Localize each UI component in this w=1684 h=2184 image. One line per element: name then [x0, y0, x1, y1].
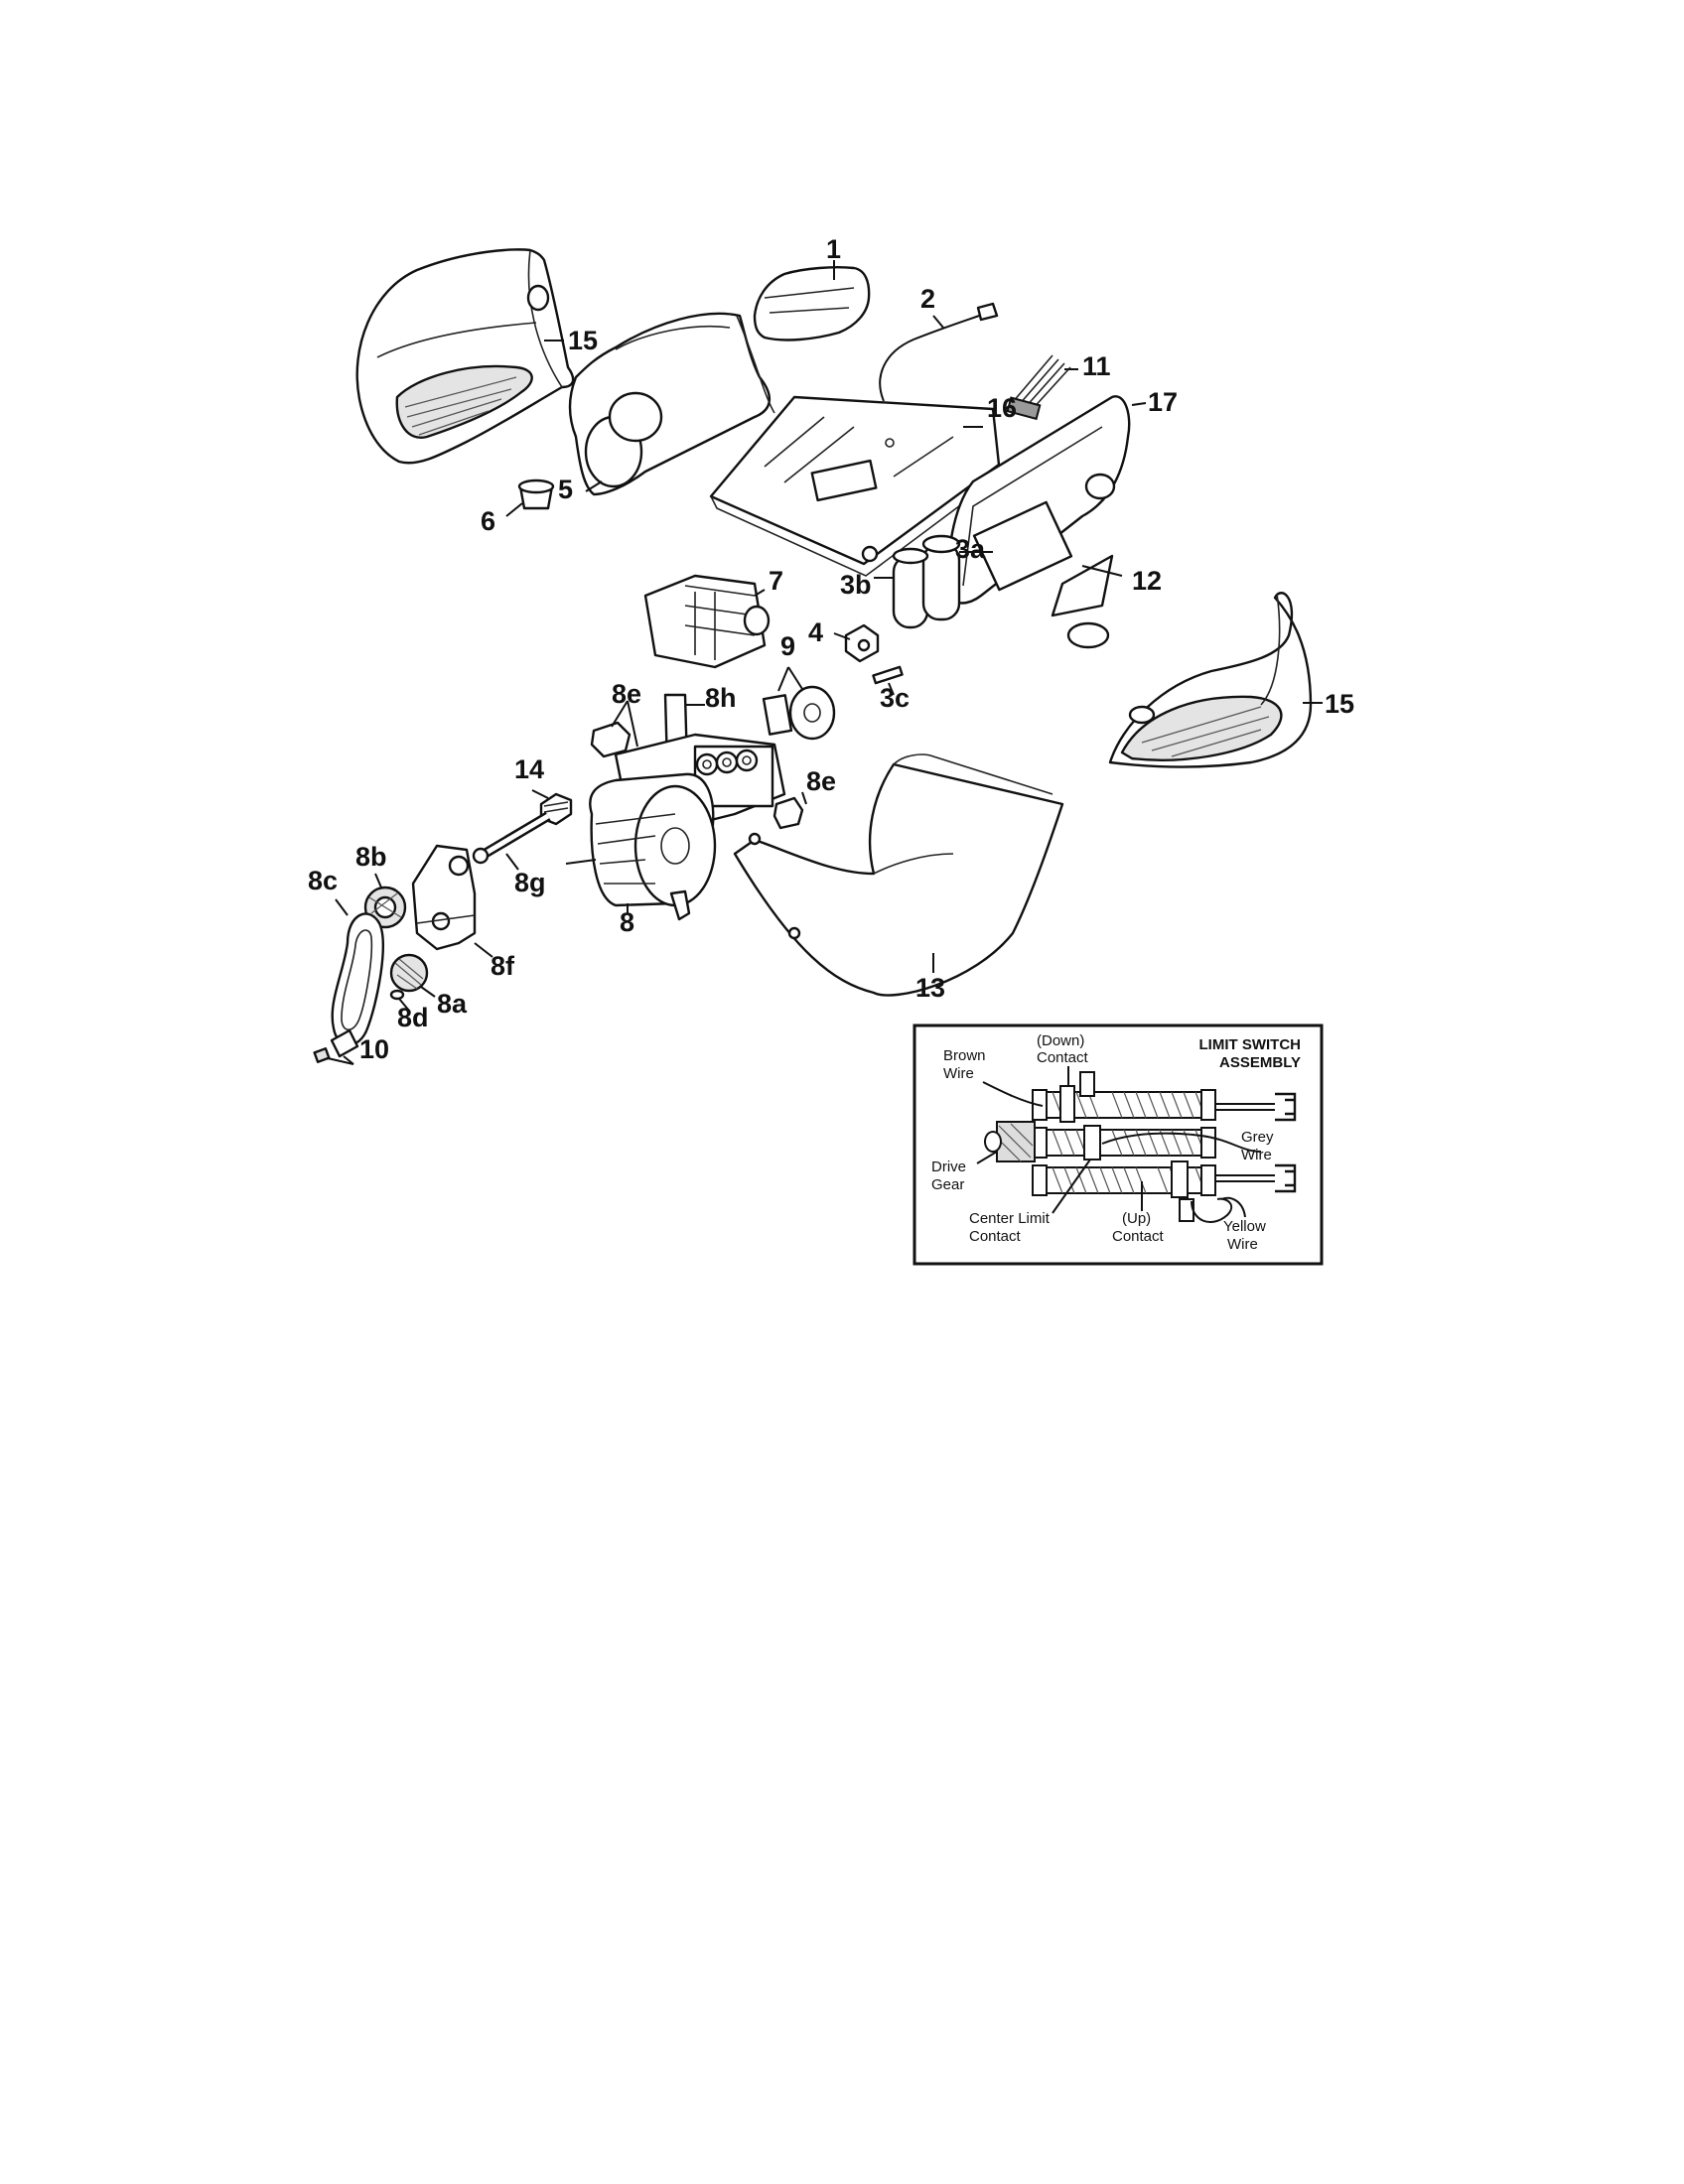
brown-wire-label-1: Brown [943, 1047, 986, 1064]
grey-wire-label-2: Wire [1241, 1147, 1272, 1163]
limit-switch-inset: LIMIT SWITCH ASSEMBLY [912, 1024, 1324, 1266]
part-14-gear [531, 789, 573, 826]
callout-9: 9 [780, 631, 795, 661]
part-8e-top-connector [590, 721, 632, 758]
part-8e-bottom-connector [772, 791, 807, 830]
part-8g-shaft [472, 811, 551, 871]
part-9-shaft [762, 666, 836, 741]
center-limit-label-2: Contact [969, 1228, 1022, 1245]
part-11-wire-harness [1006, 354, 1078, 421]
drive-gear-label-1: Drive [931, 1159, 966, 1175]
center-limit-label-1: Center Limit [969, 1210, 1051, 1227]
callout-12: 12 [1132, 566, 1162, 596]
callout-5: 5 [558, 475, 573, 504]
wires [1101, 1092, 1297, 1223]
part-3c-clip [872, 665, 904, 696]
callout-16: 16 [987, 393, 1017, 423]
yellow-wire-label-2: Wire [1227, 1236, 1258, 1253]
callout-11: 11 [1082, 351, 1111, 381]
inset-title-line1: LIMIT SWITCH [1199, 1036, 1301, 1053]
up-contact-label-2: Contact [1112, 1228, 1165, 1245]
callout-8: 8 [620, 907, 634, 937]
callout-15-left: 15 [568, 326, 598, 355]
inset-title-line2: ASSEMBLY [1219, 1054, 1301, 1071]
part-2-power-cord [879, 302, 999, 402]
part-13-cover [733, 753, 1064, 997]
callout-14: 14 [514, 754, 544, 784]
brown-wire-label-2: Wire [943, 1065, 974, 1082]
callout-8c: 8c [308, 866, 338, 895]
drive-gear [984, 1121, 1036, 1162]
part-8c-belt [331, 898, 384, 1046]
callout-8e-top: 8e [612, 679, 641, 709]
part-17-12-logic-board [946, 395, 1147, 649]
callout-3a: 3a [955, 534, 986, 564]
part-7-limit-switch [643, 574, 771, 669]
callout-2: 2 [920, 284, 935, 314]
callout-8b: 8b [355, 842, 387, 872]
part-15-left-end-cover [355, 248, 575, 465]
part-8d-clip [389, 989, 410, 1012]
callout-13: 13 [915, 973, 945, 1003]
callout-3c: 3c [880, 683, 910, 713]
drive-gear-label-2: Gear [931, 1176, 964, 1193]
part-8a-gear [389, 953, 436, 998]
up-contact-label-1: (Up) [1122, 1210, 1151, 1227]
part-10-pulley [313, 1028, 359, 1065]
callout-10: 10 [359, 1034, 389, 1064]
callout-4: 4 [808, 617, 823, 647]
contacts [1059, 1071, 1194, 1222]
callout-8g: 8g [514, 868, 546, 897]
grey-wire-label-1: Grey [1241, 1129, 1274, 1146]
callout-1: 1 [826, 234, 841, 264]
callout-6: 6 [481, 506, 495, 536]
part-15-right-end-cover [1108, 592, 1323, 768]
callout-3b: 3b [840, 570, 872, 600]
part-6-light-cup [505, 478, 555, 517]
part-1-housing [753, 260, 871, 341]
callout-8a: 8a [437, 989, 468, 1019]
callout-8h: 8h [705, 683, 737, 713]
callout-8f: 8f [491, 951, 515, 981]
part-16-chassis [709, 395, 1001, 577]
callout-8e-bottom: 8e [806, 766, 836, 796]
part-8-motor [565, 733, 786, 921]
part-5-front-panel [568, 312, 775, 496]
callout-8d: 8d [397, 1003, 429, 1032]
part-8f-bracket [411, 844, 493, 958]
part-3a-3b-capacitors [874, 534, 993, 629]
down-contact-label-2: Contact [1037, 1049, 1089, 1066]
yellow-wire-label-1: Yellow [1223, 1218, 1266, 1235]
part-4-switch [833, 623, 880, 663]
callout-17: 17 [1148, 387, 1178, 417]
down-contact-label-1: (Down) [1037, 1032, 1084, 1049]
callout-7: 7 [769, 566, 783, 596]
callout-15-right: 15 [1325, 689, 1354, 719]
